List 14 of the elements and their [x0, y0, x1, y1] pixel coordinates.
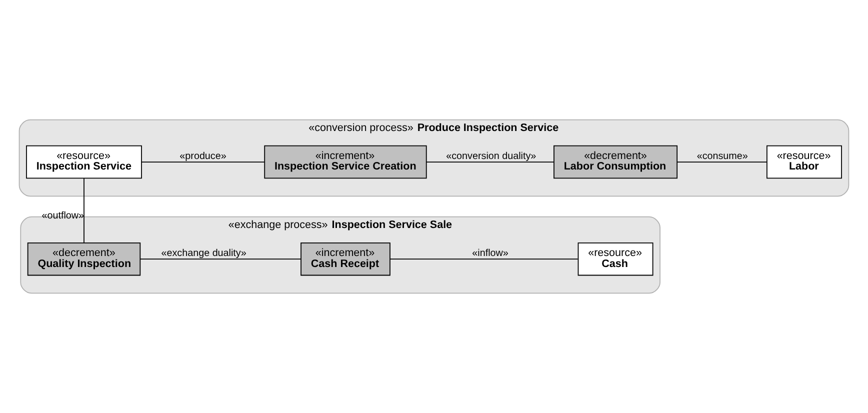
node-box: «resource» Labor	[766, 145, 842, 179]
connector	[140, 258, 302, 260]
edge-label: «conversion duality»	[446, 151, 536, 162]
edge-label: «consume»	[696, 151, 748, 162]
edge-label: «inflow»	[472, 248, 508, 260]
node-box: «increment» Cash Receipt	[300, 242, 390, 276]
edge-label: «produce»	[180, 151, 226, 162]
node-box: «resource» Cash	[578, 242, 654, 276]
node-box: «decrement» Labor Consumption	[554, 145, 678, 179]
node-box: «increment» Inspection Service Creation	[264, 145, 427, 179]
node-box: «decrement» Quality Inspection	[27, 242, 141, 276]
node-box: «resource» Inspection Service	[26, 145, 142, 179]
connector	[390, 258, 578, 260]
edge-label: «exchange duality»	[161, 248, 246, 260]
